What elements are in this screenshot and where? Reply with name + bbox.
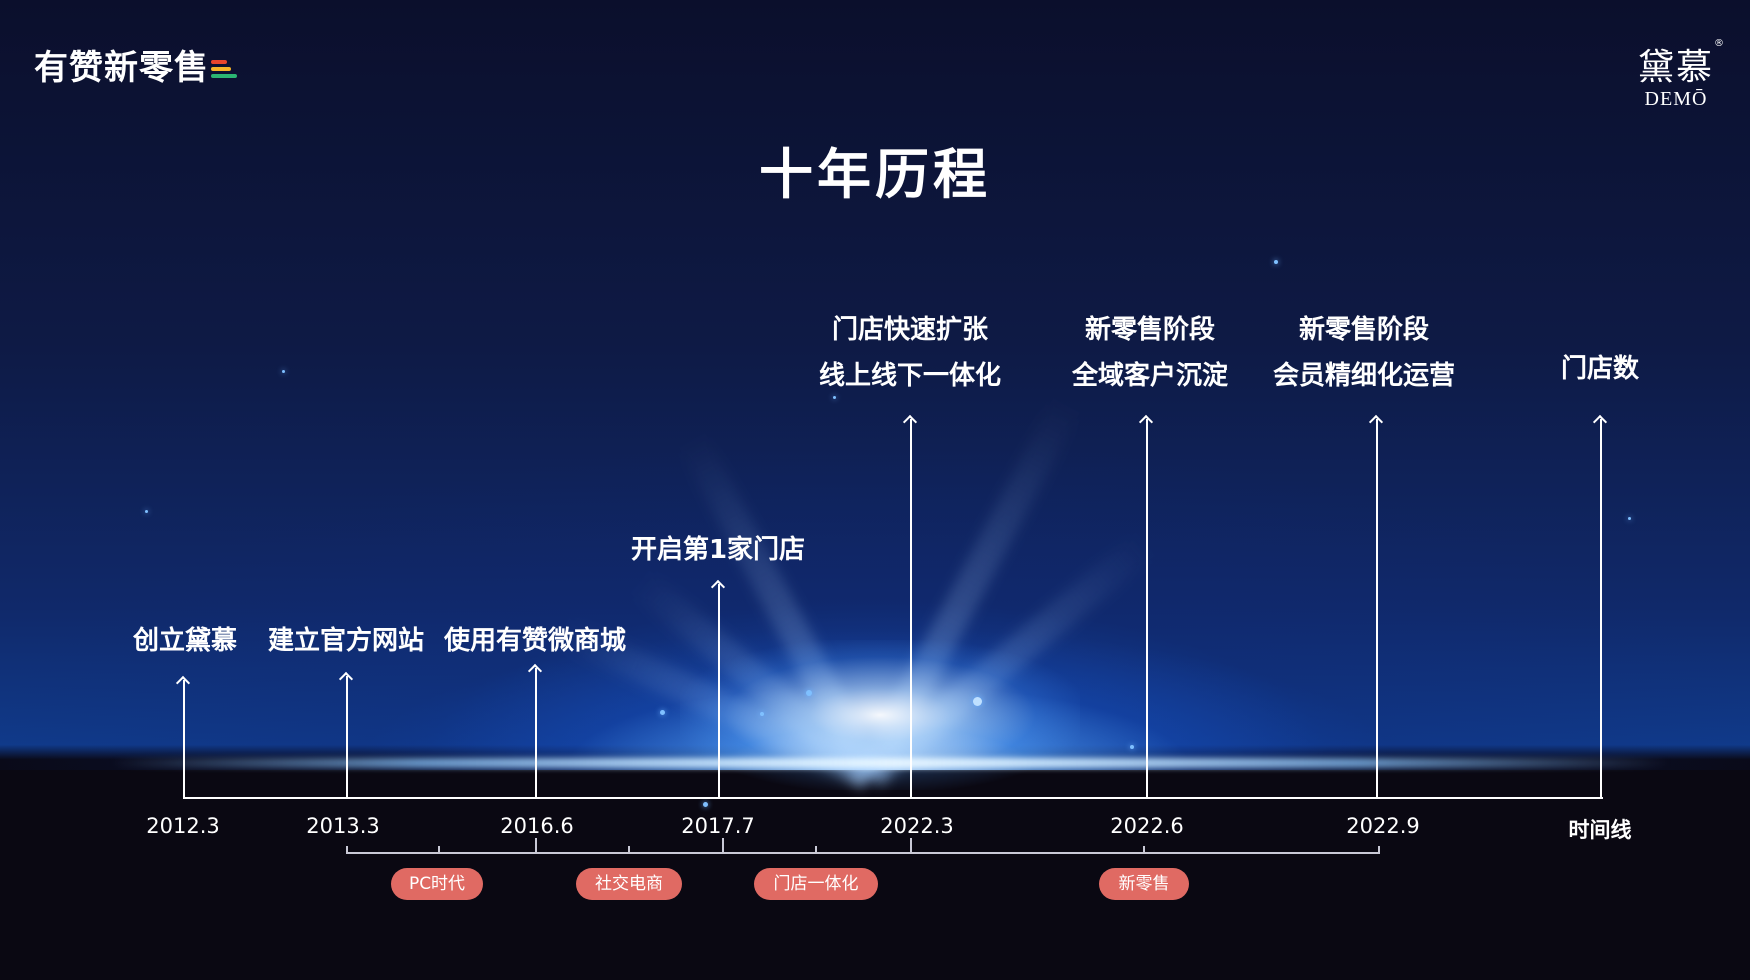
- star: [806, 690, 812, 696]
- timeline-date: 2017.7: [681, 814, 755, 838]
- phase-divider: [535, 838, 537, 854]
- timeline-date: 2012.3: [146, 814, 220, 838]
- brand-name: 有赞新零售: [34, 48, 209, 88]
- star: [660, 710, 665, 715]
- star: [833, 396, 836, 399]
- event-arrow-2022-6: [1146, 419, 1148, 798]
- timeline-date: 2022.9: [1346, 814, 1420, 838]
- brand-logo-en: DEMŌ: [1644, 88, 1708, 110]
- star: [145, 510, 148, 513]
- phase-tick: [438, 846, 440, 854]
- event-label: 使用有赞微商城: [443, 626, 626, 656]
- registered-mark: ®: [1714, 38, 1724, 49]
- timeline-date: 2022.3: [880, 814, 954, 838]
- event-arrow-2022-3: [910, 419, 912, 798]
- phase-bracket: [346, 846, 1380, 854]
- timeline-date: 2022.6: [1110, 814, 1184, 838]
- phase-pill-store: 门店一体化: [754, 868, 878, 900]
- phase-pill-pc: PC时代: [391, 868, 483, 900]
- axis-label: 时间线: [1568, 818, 1632, 842]
- event-arrow-2017: [718, 584, 720, 798]
- event-arrow-2016: [535, 668, 537, 798]
- phase-pill-new-retail: 新零售: [1099, 868, 1189, 900]
- star: [1628, 517, 1631, 520]
- event-label: 开启第1家门店: [630, 535, 806, 565]
- brand-logo-left: 有赞新零售: [34, 40, 237, 89]
- star: [282, 370, 285, 373]
- brand-logo-right: 黛慕 DEMŌ ®: [1637, 38, 1724, 111]
- page-title: 十年历程: [759, 143, 991, 206]
- event-label: 门店快速扩张 线上线下一体化: [818, 315, 1001, 391]
- event-arrow-2022-9: [1376, 419, 1378, 798]
- phase-tick: [628, 846, 630, 854]
- event-label: 创立黛慕: [132, 626, 237, 656]
- logo-bars-icon: [211, 52, 237, 78]
- brand-logo-cn: 黛慕: [1637, 47, 1714, 88]
- event-label: 建立官方网站: [267, 626, 424, 656]
- star: [1130, 745, 1134, 749]
- star: [973, 697, 982, 706]
- phase-tick: [1143, 846, 1145, 854]
- phase-tick: [815, 846, 817, 854]
- timeline-date: 2013.3: [306, 814, 380, 838]
- event-label: 门店数: [1560, 354, 1639, 384]
- star: [760, 712, 764, 716]
- phase-divider: [722, 838, 724, 854]
- timeline-axis: [183, 797, 1603, 799]
- event-label: 新零售阶段 会员精细化运营: [1272, 315, 1455, 391]
- event-arrow-store-count: [1600, 419, 1602, 798]
- horizon-glow: [110, 758, 1670, 768]
- phase-pill-social: 社交电商: [576, 868, 682, 900]
- event-arrow-2012: [183, 680, 185, 798]
- star: [1274, 260, 1278, 264]
- star: [703, 802, 708, 807]
- event-arrow-2013: [346, 676, 348, 798]
- phase-divider: [910, 838, 912, 854]
- timeline-date: 2016.6: [500, 814, 574, 838]
- event-label: 新零售阶段 全域客户沉淀: [1071, 315, 1228, 391]
